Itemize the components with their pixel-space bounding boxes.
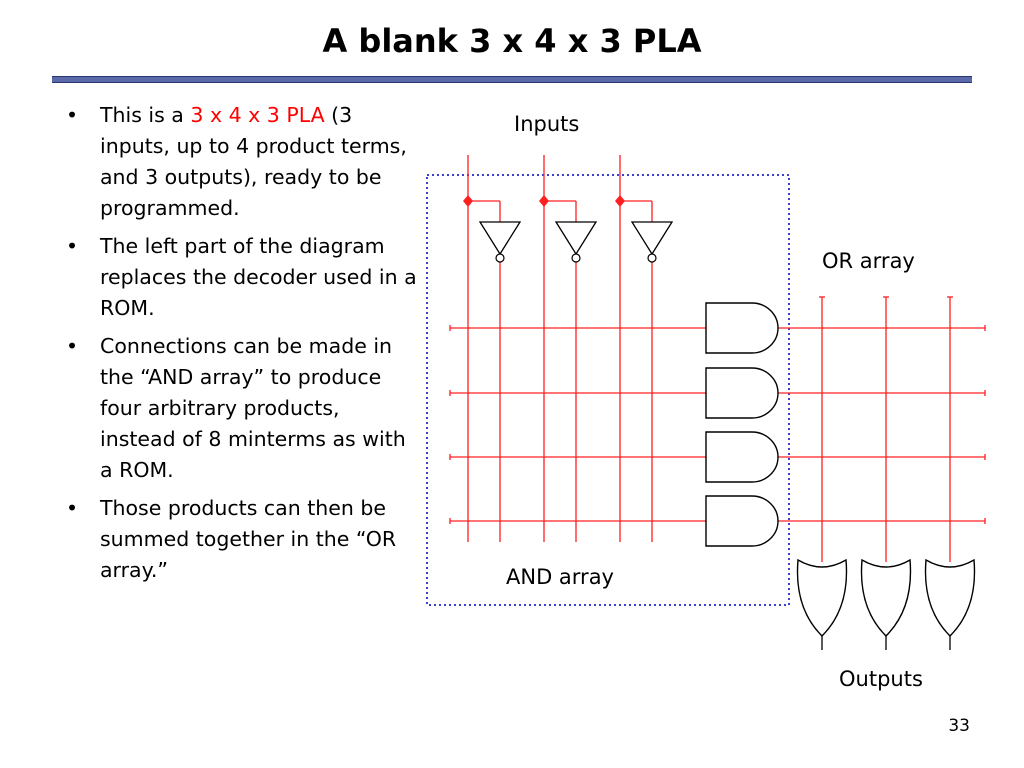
and-gate [705,302,779,354]
page-number: 33 [948,716,970,736]
and-gate [705,431,779,483]
or-gate [924,558,976,637]
bullet-icon: • [66,234,79,258]
or-gate [796,558,848,637]
inverter-bubble [495,253,505,263]
junction-dot [615,195,625,207]
bullet-text: Connections can be made in the “AND arra… [100,334,406,482]
or-array-label: OR array [822,249,915,273]
inverter-bubble [571,253,581,263]
bullet-text: This is a [100,103,191,127]
wire-layer [426,155,986,606]
bullet-text: The left part of the diagram replaces th… [100,234,417,320]
bullet-list: • This is a 3 x 4 x 3 PLA (3 inputs, up … [58,100,418,593]
and-array-label: AND array [506,565,614,589]
bullet-item: • Connections can be made in the “AND ar… [58,331,418,486]
and-array-box [426,174,790,606]
bullet-item: • This is a 3 x 4 x 3 PLA (3 inputs, up … [58,100,418,224]
and-gate [705,367,779,419]
bullet-item: • The left part of the diagram replaces … [58,231,418,324]
junction-dot [539,195,549,207]
title-divider [52,76,972,83]
bullet-icon: • [66,496,79,520]
bullet-text: Those products can then be summed togeth… [100,496,397,582]
junction-dot [463,195,473,207]
gate-layer [478,221,976,650]
inverter-gate [478,221,522,256]
bullet-text-tail: (3 inputs, up to 4 product terms, and 3 … [100,103,407,220]
inverter-gate [630,221,674,256]
bullet-icon: • [66,103,79,127]
bullet-item: • Those products can then be summed toge… [58,493,418,586]
and-gate [705,495,779,547]
bullet-highlight: 3 x 4 x 3 PLA [190,103,325,127]
inputs-label: Inputs [514,112,579,136]
inverter-bubble [647,253,657,263]
slide-title: A blank 3 x 4 x 3 PLA [322,22,702,60]
or-gate [860,558,912,637]
bullet-icon: • [66,334,79,358]
outputs-label: Outputs [839,667,923,691]
inverter-gate [554,221,598,256]
